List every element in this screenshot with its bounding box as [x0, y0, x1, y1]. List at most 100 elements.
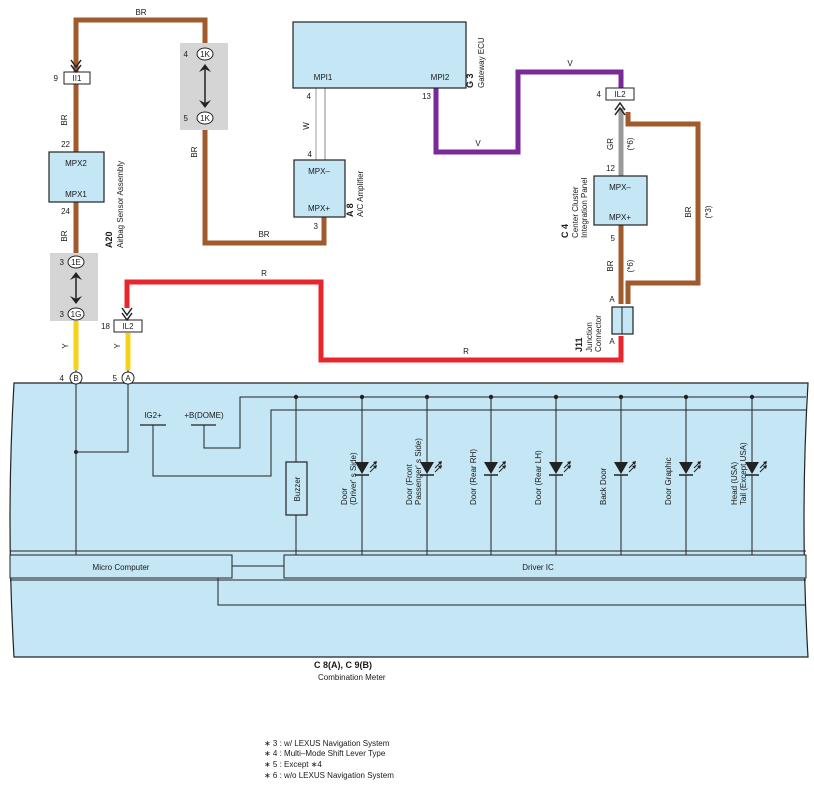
junction-connector: A A J11 Junction Connector — [574, 295, 634, 352]
meter-pin-a — [121, 371, 135, 385]
svg-text:1K: 1K — [200, 114, 210, 123]
svg-text:BR: BR — [135, 8, 146, 17]
svg-text:(*3): (*3) — [704, 205, 713, 218]
svg-text:4: 4 — [308, 150, 313, 159]
svg-text:3: 3 — [60, 310, 65, 319]
svg-text:BR: BR — [60, 114, 69, 125]
junction-block-1k: 1K 4 1K 5 — [180, 43, 228, 130]
ac-name: A/C Amplifier — [356, 170, 365, 217]
ac-code: A 8 — [345, 203, 355, 217]
led-label-2: Passenger' s Side) — [414, 438, 423, 505]
led-label-2: Tail (Except USA) — [739, 442, 748, 505]
gateway-name: Gateway ECU — [477, 37, 486, 88]
svg-text:24: 24 — [61, 207, 70, 216]
svg-text:MPX–: MPX– — [308, 167, 330, 176]
svg-text:A: A — [609, 337, 615, 346]
connector-ii1: II1 9 — [54, 59, 91, 85]
led-indicator: Back Door — [599, 394, 636, 555]
led-indicator: Door (Rear LH) — [534, 394, 571, 555]
svg-text:MPX2: MPX2 — [65, 159, 87, 168]
buzzer-label: Buzzer — [293, 476, 302, 501]
svg-text:Connector: Connector — [594, 315, 603, 352]
svg-text:II1: II1 — [73, 74, 82, 83]
led-label: Door Graphic — [664, 457, 673, 505]
dome-label: +B(DOME) — [184, 411, 224, 420]
svg-text:IL2: IL2 — [122, 322, 134, 331]
svg-text:Y: Y — [113, 343, 122, 349]
led-label: Door — [340, 487, 349, 505]
footnote-legend: ∗ 3 : w/ LEXUS Navigation System ∗ 4 : M… — [264, 739, 394, 780]
led-label: Door (Front — [405, 463, 414, 505]
led-label: Back Door — [599, 467, 608, 505]
center-name-1: Center Cluster — [571, 186, 580, 238]
svg-text:9: 9 — [54, 74, 59, 83]
center-code: C 4 — [560, 224, 570, 238]
meter-name: Combination Meter — [318, 673, 386, 682]
connector-il2-left: IL2 18 — [101, 307, 143, 333]
svg-text:22: 22 — [61, 140, 70, 149]
junction-block-1e-1g: 1E 3 1G 3 — [50, 253, 98, 321]
svg-text:MPX+: MPX+ — [308, 204, 330, 213]
legend-line-4: ∗ 6 : w/o LEXUS Navigation System — [264, 771, 394, 780]
gateway-ecu: MPI1 MPI2 4 13 G 3 Gateway ECU — [292, 21, 486, 101]
led-indicator: Door (Rear RH) — [469, 394, 506, 555]
airbag-sensor-assembly: MPX2 MPX1 22 24 A20 Airbag Sensor Assemb… — [48, 140, 125, 248]
svg-text:1E: 1E — [71, 258, 81, 267]
led-label: Door (Rear RH) — [469, 449, 478, 505]
connector-il2-right: IL2 4 — [597, 87, 635, 116]
legend-line-3: ∗ 5 : Except ∗4 — [264, 760, 322, 769]
svg-text:GR: GR — [606, 138, 615, 150]
svg-text:MPX+: MPX+ — [609, 213, 631, 222]
svg-text:A: A — [609, 295, 615, 304]
svg-text:A: A — [125, 374, 131, 383]
svg-text:BR: BR — [684, 206, 693, 217]
svg-text:W: W — [302, 122, 311, 130]
led-label: Head (USA) — [730, 462, 739, 505]
svg-text:4: 4 — [60, 374, 65, 383]
svg-text:1K: 1K — [200, 50, 210, 59]
svg-text:(*6): (*6) — [626, 137, 635, 150]
svg-text:R: R — [261, 269, 267, 278]
svg-text:B: B — [73, 374, 78, 383]
svg-text:MPI1: MPI1 — [314, 73, 333, 82]
combination-meter: Micro Computer Driver IC IG2+ +B(DOME) B… — [9, 368, 809, 682]
svg-text:1G: 1G — [71, 310, 82, 319]
wire-br-right — [625, 112, 701, 304]
micro-computer-label: Micro Computer — [93, 563, 150, 572]
svg-text:BR: BR — [606, 260, 615, 271]
meter-pin-b — [69, 371, 83, 385]
center-name-2: Integration Panel — [580, 177, 589, 238]
ig2-label: IG2+ — [144, 411, 162, 420]
airbag-name: Airbag Sensor Assembly — [116, 161, 125, 248]
svg-text:5: 5 — [113, 374, 118, 383]
meter-code: C 8(A), C 9(B) — [314, 660, 372, 670]
led-indicator: Door(Driver' s Side) — [340, 394, 377, 555]
driver-ic-label: Driver IC — [522, 563, 554, 572]
svg-text:4: 4 — [597, 90, 602, 99]
svg-text:V: V — [567, 59, 573, 68]
led-label-2: (Driver' s Side) — [349, 452, 358, 505]
svg-text:3: 3 — [314, 222, 319, 231]
wire-v — [433, 69, 624, 155]
meter-housing — [9, 382, 809, 658]
svg-text:R: R — [463, 347, 469, 356]
svg-text:12: 12 — [606, 164, 615, 173]
svg-text:Junction: Junction — [585, 322, 594, 352]
junction-code: J11 — [574, 337, 584, 352]
svg-text:18: 18 — [101, 322, 110, 331]
svg-text:MPX1: MPX1 — [65, 190, 87, 199]
led-indicator: Door Graphic — [664, 394, 701, 555]
svg-text:V: V — [475, 139, 481, 148]
svg-text:BR: BR — [190, 146, 199, 157]
svg-text:5: 5 — [184, 114, 189, 123]
center-cluster-panel: MPX– MPX+ 12 5 C 4 Center Cluster Integr… — [560, 164, 648, 243]
svg-text:13: 13 — [422, 92, 431, 101]
svg-text:(*6): (*6) — [626, 259, 635, 272]
led-label: Door (Rear LH) — [534, 450, 543, 505]
svg-text:MPI2: MPI2 — [431, 73, 450, 82]
airbag-code: A20 — [104, 231, 114, 248]
wire-r — [124, 279, 624, 363]
svg-text:BR: BR — [60, 230, 69, 241]
